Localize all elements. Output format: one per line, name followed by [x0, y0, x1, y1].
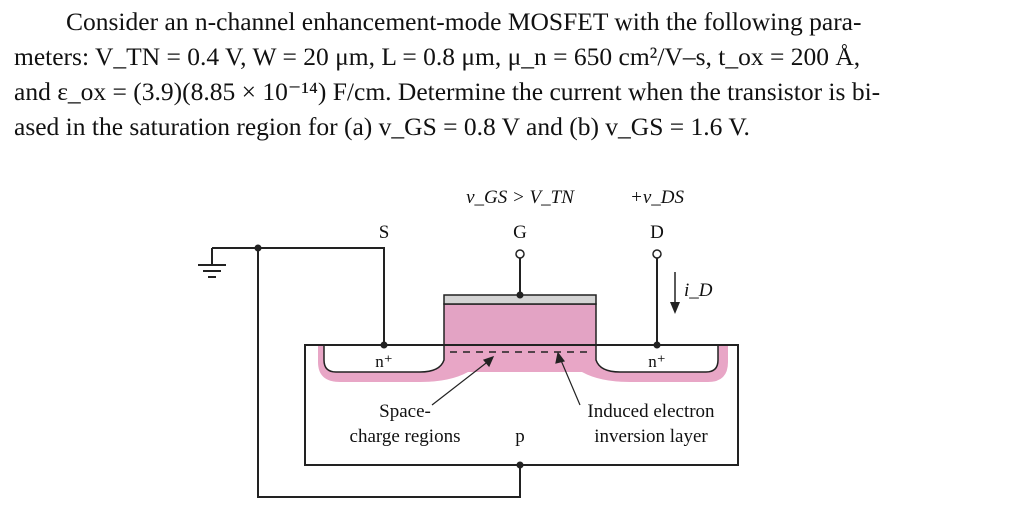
ground-icon: [198, 264, 226, 278]
inversion-label-line-2: inversion layer: [594, 426, 708, 447]
circuit-wires: [211, 247, 658, 498]
source-region-label: n⁺: [375, 352, 392, 371]
drain-n-plus-region: [595, 344, 719, 373]
drain-terminal: [652, 249, 662, 259]
gate-terminal-label: G: [513, 222, 527, 243]
drain-junction-dot: [653, 341, 661, 349]
gate-junction-dot: [516, 291, 524, 299]
gate-oxide: [443, 303, 597, 346]
drain-voltage-label: +v_DS: [630, 187, 684, 208]
space-charge-label-line-1: Space-: [379, 401, 431, 422]
gate-terminal: [515, 249, 525, 259]
problem-line-1: Consider an n-channel enhancement-mode M…: [66, 7, 862, 36]
problem-line-4: ased in the saturation region for (a) v_…: [14, 112, 750, 141]
drain-current-arrow-icon: [670, 272, 680, 314]
substrate-label: p: [515, 426, 525, 447]
ground-junction-dot: [254, 244, 262, 252]
body-junction-dot: [516, 461, 524, 469]
space-charge-label-line-2: charge regions: [350, 426, 461, 447]
drain-current-label: i_D: [684, 280, 713, 301]
inversion-label-line-1: Induced electron: [587, 401, 715, 422]
problem-line-2: meters: V_TN = 0.4 V, W = 20 μm, L = 0.8…: [14, 42, 861, 71]
source-junction-dot: [380, 341, 388, 349]
annotation-pointers: [431, 351, 581, 406]
source-terminal-label: S: [379, 222, 390, 243]
problem-line-3: and ε_ox = (3.9)(8.85 × 10⁻¹⁴) F/cm. Det…: [14, 77, 881, 106]
drain-terminal-label: D: [650, 222, 664, 243]
source-n-plus-region: [323, 344, 445, 373]
problem-statement: Consider an n-channel enhancement-mode M…: [14, 4, 1004, 144]
gate-condition-label: v_GS > V_TN: [466, 187, 575, 208]
drain-region-label: n⁺: [648, 352, 665, 371]
